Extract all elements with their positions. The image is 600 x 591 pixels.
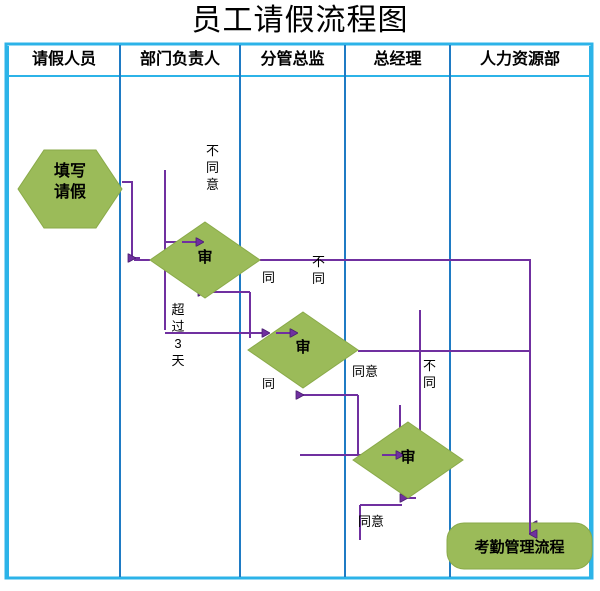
edge-label-agree-3: 同意: [358, 514, 385, 529]
lane-header-division-director: 分管总监: [260, 51, 325, 68]
edge-label-disagree-2: 不同: [311, 254, 325, 286]
node-review-department-head[interactable]: [149, 221, 261, 299]
connector-dept-to-hr-path: [260, 259, 530, 525]
swimlane-dividers: [119, 45, 451, 577]
edge-label-agree-1: 同: [261, 270, 275, 285]
node-fill-leave-form[interactable]: [17, 149, 123, 229]
flow-shapes: [17, 149, 593, 570]
page-title: 员工请假流程图: [191, 4, 409, 37]
swimlane-frame: [4, 42, 594, 580]
connector-arrowheads-top: [182, 242, 530, 534]
node-attendance-management-process[interactable]: [446, 522, 593, 570]
node-label-clip-attendance: 考勤管理流程: [447, 523, 592, 578]
node-label-attendance-management-process: 考勤管理流程: [474, 539, 565, 556]
edge-label-clip-disagree-1: 不同意: [205, 142, 225, 224]
edge-label-agree-2: 同意: [352, 364, 379, 379]
lane-header-applicant: 请假人员: [31, 51, 96, 68]
lane-header-general-manager: 总经理: [373, 51, 422, 68]
lane-header-department-head: 部门负责人: [139, 51, 220, 68]
node-review-division-director[interactable]: [247, 311, 359, 389]
edge-label-disagree-3: 不同: [422, 358, 436, 390]
edge-label-agree-4: 同: [262, 378, 276, 391]
edge-label-over-three-days: 超过3天: [171, 302, 185, 368]
node-review-general-manager[interactable]: [352, 421, 464, 499]
edge-label-disagree-1: 不同意: [205, 143, 219, 192]
connector-start-to-dept: [122, 181, 133, 258]
edge-label-clip-agree-4: 同: [262, 378, 284, 394]
lane-header-hr-department: 人力资源部: [479, 51, 560, 68]
